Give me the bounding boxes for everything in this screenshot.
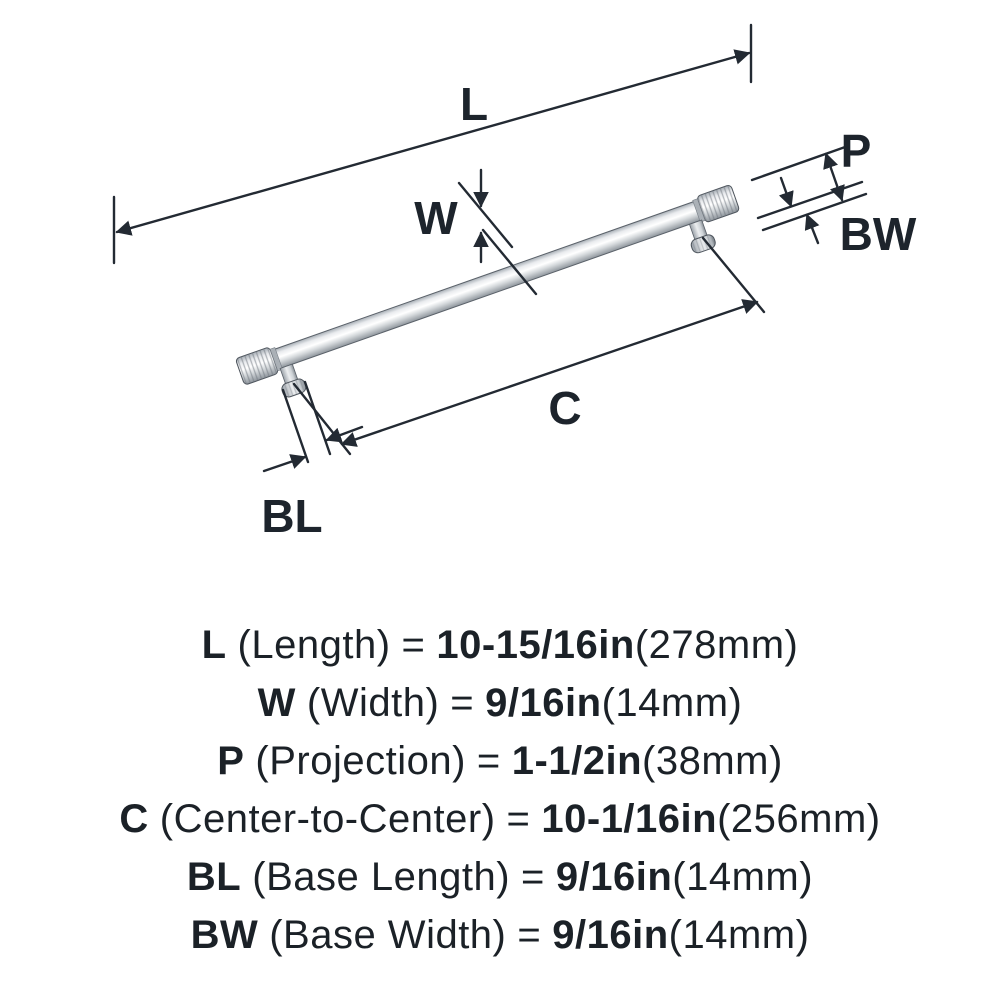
dimension-projection: P <box>750 125 872 232</box>
spec-label: BL <box>186 855 242 899</box>
spec-metric: (256mm) <box>717 797 881 841</box>
equals-sign: = <box>476 739 501 783</box>
right-end-cap <box>692 185 740 223</box>
dimension-length: L <box>112 23 753 265</box>
handle-diagram-canvas: L W P BW C <box>112 23 917 542</box>
spec-name: (Length) <box>237 623 391 667</box>
equals-sign: = <box>450 681 475 725</box>
equals-sign: = <box>517 913 542 957</box>
left-end-cap <box>235 347 283 385</box>
dim-label-base-length: BL <box>261 490 322 542</box>
dim-label-width: W <box>414 192 458 244</box>
spec-label: W <box>257 681 296 725</box>
spec-name: (Base Width) <box>269 913 507 957</box>
spec-name: (Center-to-Center) <box>159 797 496 841</box>
spec-value: 9/16in <box>552 913 669 957</box>
equals-sign: = <box>401 623 426 667</box>
dim-label-center-to-center: C <box>548 382 581 434</box>
spec-row-length: L(Length)=10-15/16in(278mm) <box>0 616 1000 674</box>
spec-metric: (14mm) <box>601 681 743 725</box>
spec-value: 1-1/2in <box>511 739 642 783</box>
spec-metric: (38mm) <box>642 739 783 783</box>
dimension-base-length: BL <box>261 380 364 542</box>
bar-pull-handle <box>235 185 740 398</box>
equals-sign: = <box>506 797 531 841</box>
spec-row-base-width: BW(Base Width)=9/16in(14mm) <box>0 906 1000 964</box>
spec-label: P <box>217 739 245 783</box>
dimension-center-to-center: C <box>292 236 766 456</box>
spec-label: L <box>201 623 227 667</box>
spec-metric: (278mm) <box>634 623 799 667</box>
spec-metric: (14mm) <box>672 855 814 899</box>
handle-bar <box>265 198 710 372</box>
spec-value: 9/16in <box>555 855 673 899</box>
spec-name: (Base Length) <box>252 855 511 899</box>
spec-label: C <box>119 797 149 841</box>
spec-row-base-length: BL(Base Length)=9/16in(14mm) <box>0 848 1000 906</box>
spec-row-width: W(Width)=9/16in(14mm) <box>0 674 1000 732</box>
spec-value: 9/16in <box>485 681 602 725</box>
spec-list: L(Length)=10-15/16in(278mm) W(Width)=9/1… <box>0 616 1000 964</box>
spec-label: BW <box>190 913 259 957</box>
spec-metric: (14mm) <box>668 913 810 957</box>
dim-label-projection: P <box>841 125 872 177</box>
spec-value: 10-15/16in <box>436 623 635 667</box>
dimension-base-width: BW <box>756 176 917 260</box>
spec-name: (Width) <box>306 681 440 725</box>
dim-label-base-width: BW <box>840 208 917 260</box>
equals-sign: = <box>521 855 545 899</box>
spec-name: (Projection) <box>255 739 466 783</box>
dim-label-length: L <box>460 78 488 130</box>
spec-value: 10-1/16in <box>541 797 718 841</box>
spec-row-projection: P(Projection)=1-1/2in(38mm) <box>0 732 1000 790</box>
dimension-width: W <box>414 168 538 296</box>
spec-row-center-to-center: C(Center-to-Center)=10-1/16in(256mm) <box>0 790 1000 848</box>
